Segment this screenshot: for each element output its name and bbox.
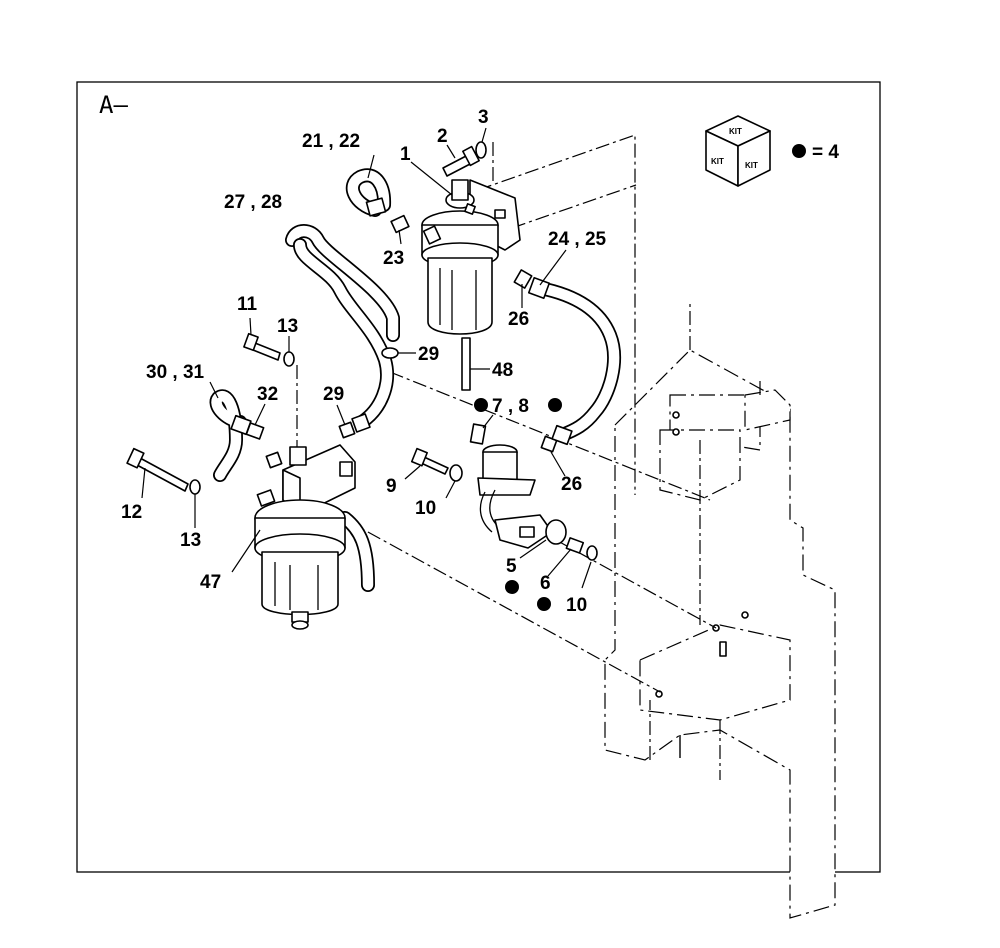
- view-title: A–: [99, 91, 128, 119]
- alignment-lines: [296, 134, 717, 693]
- callout-13-upper: 13: [277, 316, 298, 337]
- callout-48: 48: [492, 360, 513, 381]
- fuel-pump: [469, 423, 573, 549]
- callout-32: 32: [257, 384, 278, 405]
- callout-26-upper: 26: [508, 309, 529, 330]
- kit-bullet-7: [474, 398, 488, 412]
- rubber-5: [545, 519, 567, 545]
- fuel-filter-upper: [421, 179, 521, 391]
- callout-29-lower: 29: [323, 384, 344, 405]
- washer-10-upper: [449, 464, 463, 482]
- kit-count: = 4: [812, 142, 839, 163]
- leader-lines: [141, 127, 592, 589]
- callout-24-25: 24 , 25: [548, 229, 607, 250]
- fitting-23: [390, 214, 410, 234]
- washer-13-upper: [283, 351, 295, 367]
- clamp-26-upper: [513, 269, 533, 289]
- hoses: [209, 168, 622, 592]
- callout-10-lower: 10: [566, 595, 587, 616]
- callout-5: 5: [506, 556, 517, 577]
- kit-label-left: KIT: [711, 157, 724, 166]
- callout-23: 23: [383, 248, 404, 269]
- kit-label-top: KIT: [729, 127, 742, 136]
- hose-end-30: [230, 414, 252, 436]
- washer-3: [475, 141, 487, 159]
- callout-27-28: 27 , 28: [224, 192, 282, 213]
- bolt-2: [442, 145, 480, 177]
- callout-9: 9: [386, 476, 397, 497]
- callout-12: 12: [121, 502, 142, 523]
- callout-1: 1: [400, 144, 411, 165]
- callout-29-upper: 29: [418, 344, 439, 365]
- callout-2: 2: [437, 126, 448, 147]
- kit-cube-icon: KIT KIT KIT: [705, 115, 771, 187]
- callout-21-22: 21 , 22: [302, 131, 360, 152]
- hose-end-24: [527, 276, 551, 300]
- mounting-bracket: [604, 300, 836, 919]
- kit-legend: KIT KIT KIT = 4: [705, 115, 839, 187]
- washer-13-lower: [189, 479, 201, 495]
- hose-end-27: [351, 413, 371, 433]
- washer-10-lower: [586, 545, 598, 561]
- kit-bullet-icon: [792, 144, 806, 158]
- hose-end-22: [365, 197, 387, 217]
- fuel-filter-lower: [254, 444, 356, 630]
- bolt-12: [126, 447, 189, 492]
- bolt-9: [410, 447, 449, 475]
- kit-bullet-5: [505, 580, 519, 594]
- callout-26-lower: 26: [561, 474, 582, 495]
- callout-47: 47: [200, 572, 221, 593]
- kit-label-right: KIT: [745, 161, 758, 170]
- callout-7-8: 7 , 8: [492, 396, 529, 417]
- callout-11: 11: [237, 294, 258, 315]
- bolt-11: [243, 332, 281, 361]
- callout-13-lower: 13: [180, 530, 201, 551]
- callout-10-upper: 10: [415, 498, 436, 519]
- kit-bullet-8: [548, 398, 562, 412]
- callout-6: 6: [540, 573, 551, 594]
- diagram-frame: [76, 81, 881, 873]
- callout-3: 3: [478, 107, 489, 128]
- clamp-29-upper: [381, 347, 399, 359]
- kit-bullet-6: [537, 597, 551, 611]
- callout-30-31: 30 , 31: [146, 362, 205, 383]
- clamp-29-lower: [338, 421, 356, 439]
